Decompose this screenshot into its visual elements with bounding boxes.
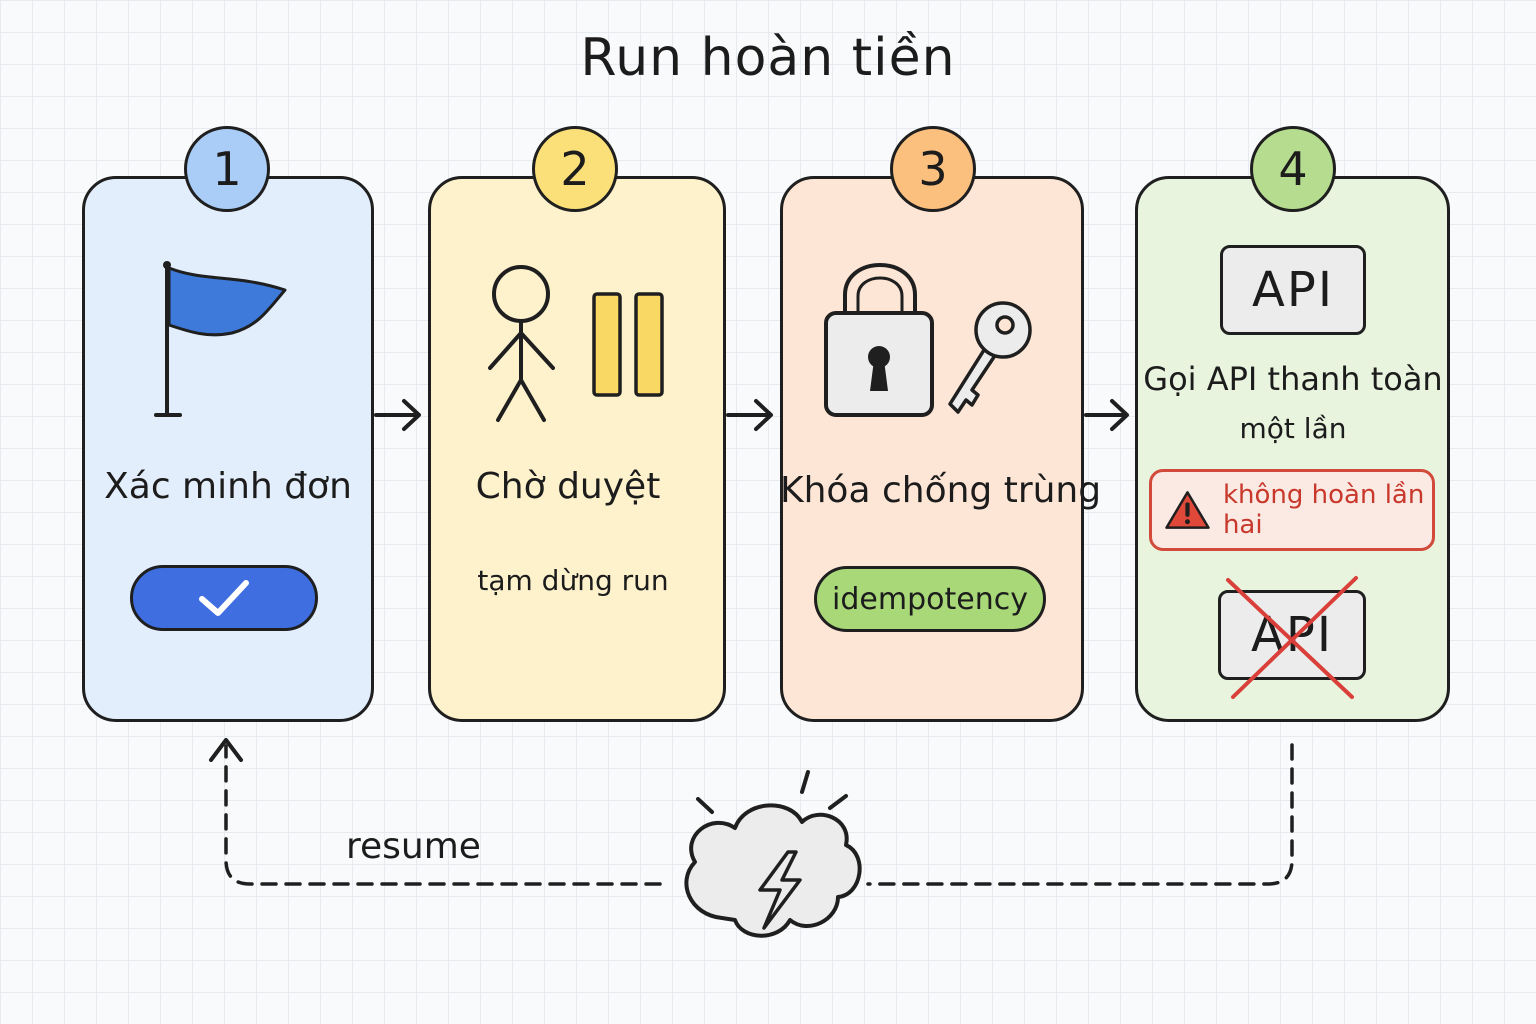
step-sublabel: tạm dừng run: [477, 564, 669, 597]
step-number-badge: 3: [890, 126, 976, 212]
step-number-badge: 4: [1250, 126, 1336, 212]
flag-icon: [154, 261, 287, 417]
stick-figure-icon: [488, 265, 555, 422]
step-number-badge: 2: [532, 126, 618, 212]
diagram-title: Run hoàn tiền: [580, 28, 956, 88]
warning-triangle-icon: [1165, 491, 1210, 529]
confirm-pill: [130, 565, 318, 631]
api-box: API: [1220, 245, 1366, 335]
flow-arrow: [726, 399, 773, 431]
step-label: Gọi API thanh toàn: [1143, 360, 1443, 398]
step-card-await-approval: [428, 176, 726, 722]
flow-arrow: [1084, 399, 1129, 431]
resume-arrowhead: [209, 738, 243, 762]
resume-loop-path: [224, 743, 1294, 886]
step-card-verify: [82, 176, 374, 722]
storm-cloud-icon: [684, 770, 862, 938]
pause-icon: [592, 292, 664, 397]
warning-box: không hoàn lần hai: [1149, 469, 1435, 551]
api-box-crossed: API: [1218, 590, 1366, 680]
warning-text: không hoàn lần hai: [1222, 480, 1425, 540]
resume-label: resume: [346, 826, 481, 867]
step-label-line2: một lần: [1239, 412, 1347, 445]
padlock-icon: [824, 263, 934, 417]
flow-arrow: [374, 399, 421, 431]
checkmark-icon: [199, 580, 249, 616]
step-number-badge: 1: [184, 126, 270, 212]
idempotency-tag: idempotency: [814, 566, 1046, 632]
step-label: Khóa chống trùng: [780, 470, 1102, 511]
step-label: Xác minh đơn: [104, 466, 352, 507]
red-x-icon: [1226, 576, 1358, 699]
key-icon: [948, 301, 1032, 414]
step-label: Chờ duyệt: [475, 466, 661, 507]
